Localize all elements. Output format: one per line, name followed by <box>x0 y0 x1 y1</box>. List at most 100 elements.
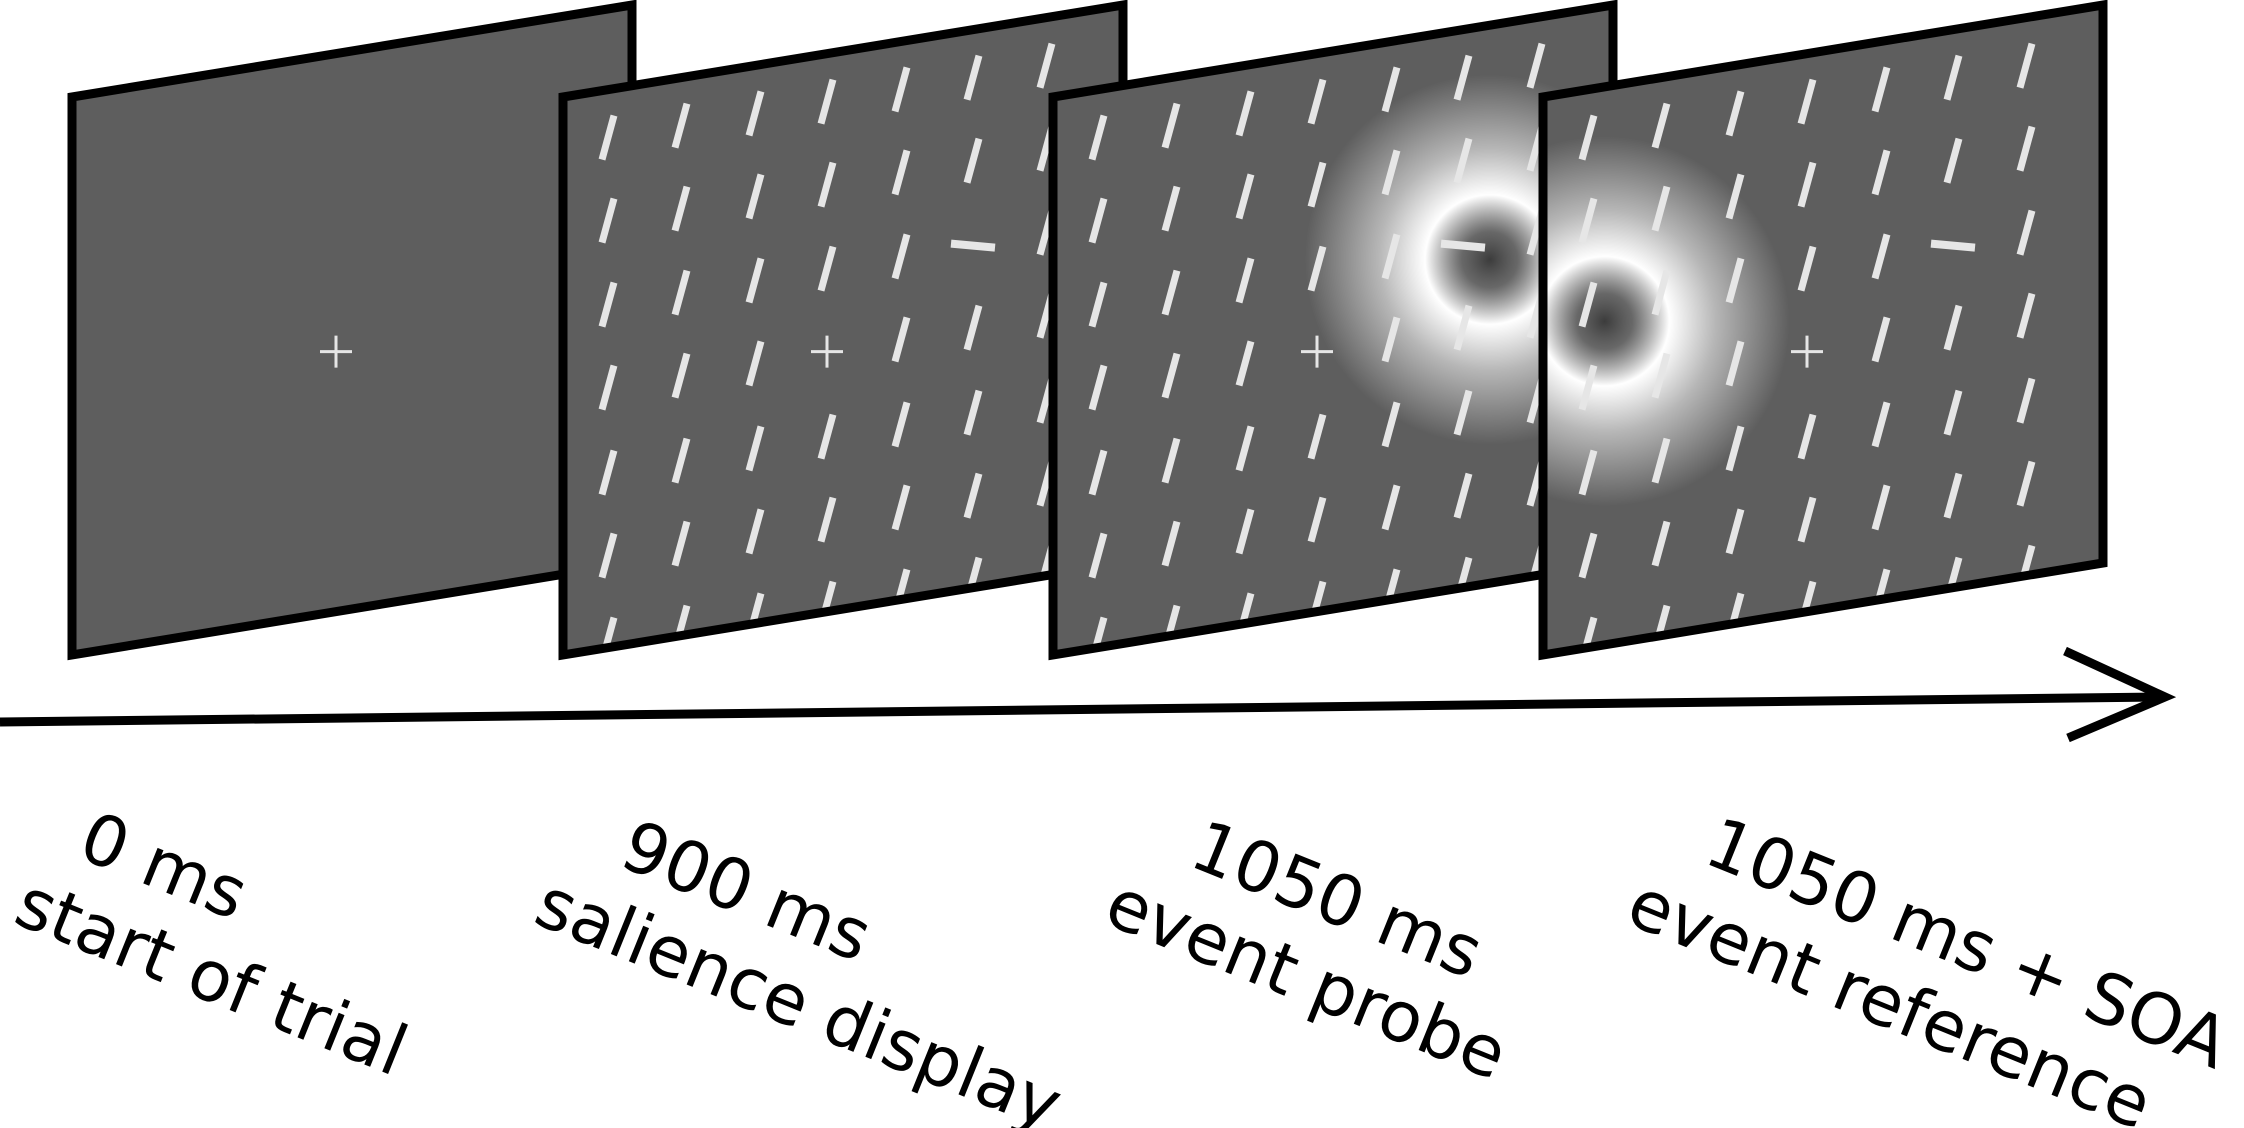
orientation-line-0-4 <box>1871 66 1891 113</box>
orientation-line-0-6 <box>2016 42 2036 89</box>
orientation-line-0-5 <box>1453 54 1473 101</box>
orientation-line-5-3 <box>817 496 837 543</box>
orientation-line-4-4 <box>1871 401 1891 448</box>
orientation-line-2-3 <box>1307 245 1327 292</box>
orientation-line-2-3 <box>1797 245 1817 292</box>
orientation-line-2-1 <box>1651 269 1671 316</box>
orientation-line-3-4 <box>1871 316 1891 363</box>
orientation-line-5-3 <box>1307 496 1327 543</box>
orientation-line-3-6 <box>2016 292 2036 339</box>
orientation-line-2-0 <box>598 281 618 328</box>
orientation-line-2-4 <box>1871 233 1891 280</box>
orientation-line-0-5 <box>1943 54 1963 101</box>
orientation-line-3-0 <box>1578 364 1598 411</box>
panel-label-1: 900 ms salience display <box>525 804 1073 1128</box>
orientation-line-5-0 <box>598 532 618 579</box>
orientation-line-0-4 <box>1381 66 1401 113</box>
orientation-line-4-1 <box>1651 437 1671 484</box>
orientation-line-5-4 <box>1381 484 1401 531</box>
orientation-line-1-0 <box>1088 197 1108 244</box>
orientation-line-5-0 <box>1088 532 1108 579</box>
orientation-line-3-4 <box>891 316 911 363</box>
orientation-line-3-4 <box>1381 316 1401 363</box>
orientation-line-5-1 <box>1161 520 1181 567</box>
orientation-line-4-2 <box>1725 425 1745 472</box>
orientation-line-2-6 <box>2016 209 2036 256</box>
orientation-line-1-0 <box>598 197 618 244</box>
orientation-line-1-3 <box>1797 161 1817 208</box>
orientation-line-3-5 <box>963 304 983 351</box>
orientation-line-5-6 <box>2016 460 2036 507</box>
orientation-line-4-0 <box>1088 449 1108 496</box>
orientation-line-2-2 <box>1235 257 1255 304</box>
orientation-line-1-5 <box>963 137 983 184</box>
orientation-line-5-2 <box>1725 508 1745 555</box>
orientation-line-4-5 <box>1943 389 1963 436</box>
orientation-line-4-3 <box>1797 413 1817 460</box>
orientation-line-1-2 <box>1725 173 1745 220</box>
orientation-line-5-2 <box>745 508 765 555</box>
screen-panel-1 <box>558 0 1128 661</box>
orientation-line-0-1 <box>671 102 691 149</box>
orientation-line-5-3 <box>1797 496 1817 543</box>
orientation-line-5-4 <box>891 484 911 531</box>
orientation-line-1-6 <box>2016 125 2036 172</box>
orientation-line-2-0 <box>1088 281 1108 328</box>
screen-background <box>72 5 632 655</box>
time-arrow-head <box>2063 646 2177 743</box>
orientation-line-1-2 <box>745 173 765 220</box>
orientation-line-3-1 <box>1651 352 1671 399</box>
orientation-line-0-4 <box>891 66 911 113</box>
oddball-line-2-5 <box>1440 239 1486 252</box>
fixation-cross-icon <box>1301 335 1333 368</box>
orientation-line-4-2 <box>745 425 765 472</box>
orientation-line-1-1 <box>1651 185 1671 232</box>
orientation-line-0-6 <box>1036 42 1056 89</box>
orientation-line-0-0 <box>1088 114 1108 161</box>
orientation-line-2-2 <box>745 257 765 304</box>
orientation-line-0-3 <box>1797 78 1817 125</box>
oddball-line-2-5 <box>950 239 996 252</box>
orientation-line-0-0 <box>598 114 618 161</box>
orientation-line-3-1 <box>671 352 691 399</box>
orientation-line-1-2 <box>1235 173 1255 220</box>
orientation-line-4-5 <box>963 389 983 436</box>
orientation-line-1-1 <box>671 185 691 232</box>
orientation-line-3-2 <box>1725 340 1745 387</box>
orientation-line-4-4 <box>1381 401 1401 448</box>
orientation-line-0-3 <box>1307 78 1327 125</box>
fixation-cross-icon <box>811 335 843 368</box>
orientation-line-5-5 <box>1453 472 1473 519</box>
orientation-line-5-4 <box>1871 484 1891 531</box>
orientation-line-3-5 <box>1453 304 1473 351</box>
orientation-line-5-0 <box>1578 532 1598 579</box>
orientation-line-0-2 <box>1725 90 1745 137</box>
orientation-line-3-0 <box>598 364 618 411</box>
orientation-line-2-0 <box>1578 281 1598 328</box>
orientation-line-4-0 <box>598 449 618 496</box>
orientation-line-4-3 <box>1307 413 1327 460</box>
panel-label-3: 1050 ms + SOA event reference <box>1617 801 2240 1128</box>
screen-panel-3 <box>1538 0 2108 661</box>
orientation-line-1-5 <box>1943 137 1963 184</box>
orientation-line-3-2 <box>1235 340 1255 387</box>
orientation-line-0-1 <box>1651 102 1671 149</box>
orientation-line-1-4 <box>891 149 911 196</box>
orientation-line-5-1 <box>1651 520 1671 567</box>
fixation-cross-icon <box>1791 335 1823 368</box>
orientation-line-1-1 <box>1161 185 1181 232</box>
orientation-line-1-4 <box>1871 149 1891 196</box>
time-axis-line <box>0 692 2166 727</box>
orientation-line-1-3 <box>1307 161 1327 208</box>
orientation-line-2-1 <box>671 269 691 316</box>
orientation-line-1-4 <box>1381 149 1401 196</box>
orientation-line-3-5 <box>1943 304 1963 351</box>
orientation-line-3-2 <box>745 340 765 387</box>
orientation-line-2-4 <box>891 233 911 280</box>
orientation-line-5-5 <box>1943 472 1963 519</box>
orientation-line-5-5 <box>963 472 983 519</box>
oddball-line-2-5 <box>1930 239 1976 252</box>
fixation-cross-icon <box>320 335 352 368</box>
orientation-line-0-0 <box>1578 114 1598 161</box>
orientation-line-0-1 <box>1161 102 1181 149</box>
